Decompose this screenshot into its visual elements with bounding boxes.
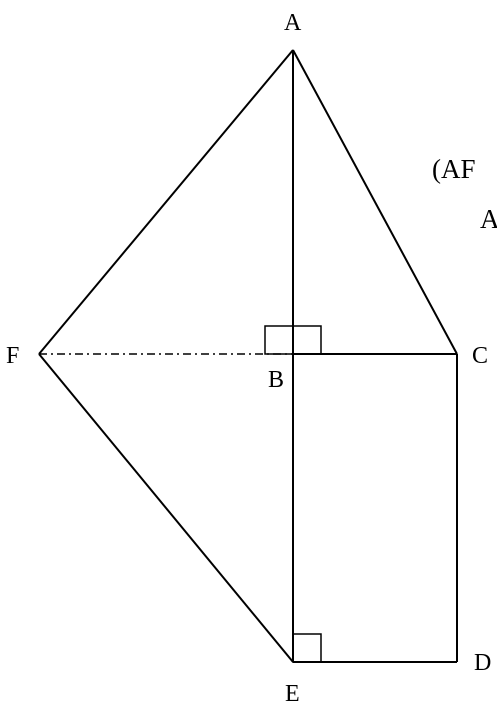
- point-label-f: F: [6, 343, 19, 369]
- segment-ac: [292, 49, 458, 355]
- point-label-d: D: [474, 650, 491, 676]
- point-label-e: E: [285, 681, 300, 707]
- point-label-a: A: [284, 10, 302, 36]
- point-label-c: C: [472, 343, 488, 369]
- segment-fe: [38, 353, 294, 663]
- segment-af: [38, 49, 294, 355]
- side-text-line-1: (AF: [432, 154, 476, 184]
- point-label-b: B: [268, 367, 284, 393]
- right-angle-mark-b-left: [264, 325, 294, 355]
- right-angle-mark-e: [292, 633, 322, 663]
- right-angle-mark-b-right: [292, 325, 322, 355]
- side-text-line-2: A: [480, 204, 497, 234]
